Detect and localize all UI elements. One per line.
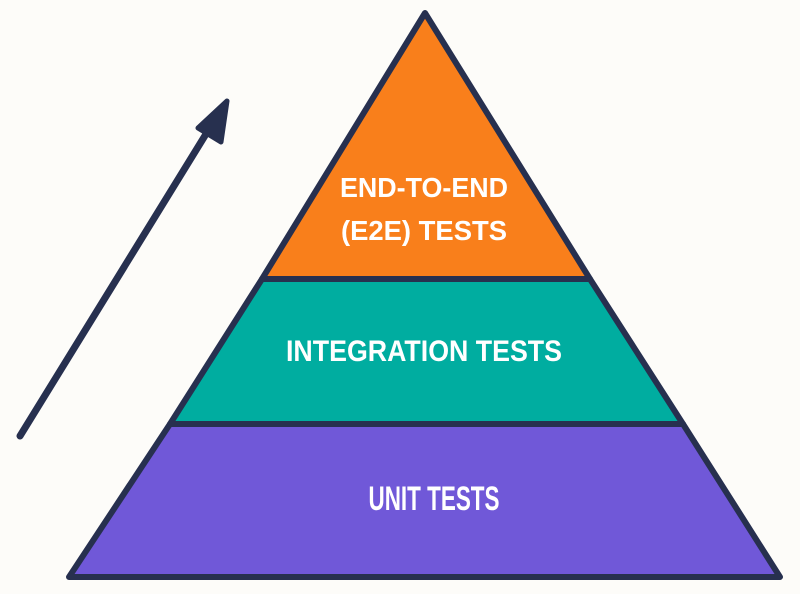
e2e-label-line1: END-TO-END — [340, 172, 508, 203]
e2e-label-line2: (E2E) TESTS — [341, 215, 507, 246]
layer-e2e — [259, 10, 593, 282]
unit-label: UNIT TESTS — [369, 480, 500, 518]
integration-label: INTEGRATION TESTS — [286, 335, 562, 368]
arrow-up-right-icon — [16, 98, 230, 440]
